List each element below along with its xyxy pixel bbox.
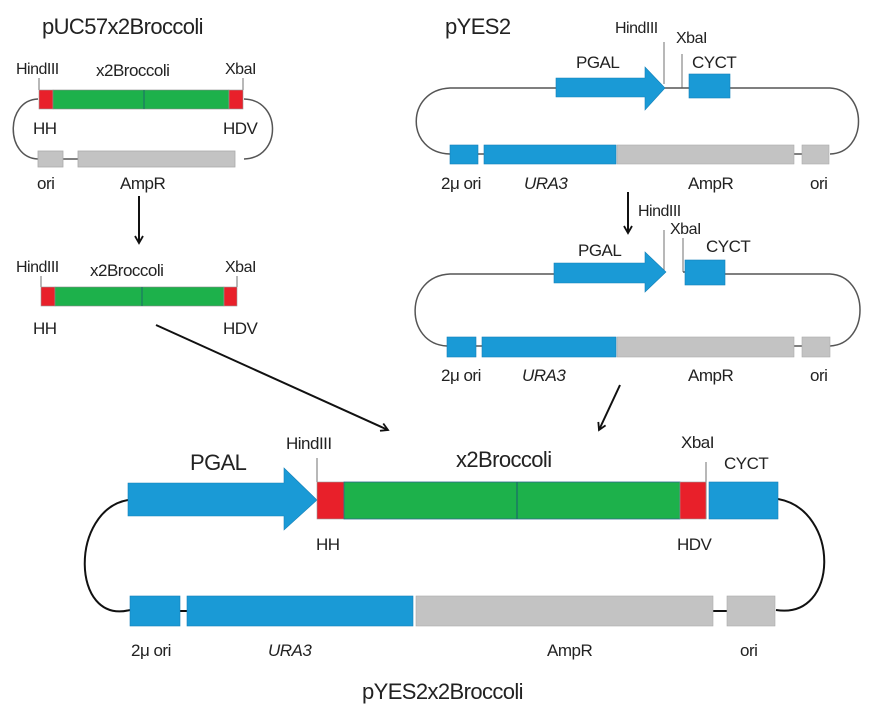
final-ampr	[415, 595, 714, 627]
pyes2-ori-label: ori	[810, 174, 827, 193]
final-title: pYES2x2Broccoli	[362, 679, 523, 704]
fragment-hindiii-label: HindIII	[16, 259, 59, 276]
fragment-hdv-label: HDV	[223, 319, 259, 338]
fragment-hh	[40, 286, 56, 307]
final-hh-ribozyme	[316, 481, 345, 520]
pyes2-ampr-label: AmpR	[688, 174, 733, 193]
cut-ori	[801, 336, 831, 358]
final-hdv-ribozyme	[679, 481, 707, 520]
cut-hindiii-label: HindIII	[638, 203, 681, 220]
ampr-feature	[77, 150, 236, 168]
pyes2-cyct-label: CYCT	[692, 53, 736, 72]
pyes2-cyct-block	[688, 73, 731, 99]
final-backbone-left	[83, 499, 131, 613]
cut-ura3	[481, 336, 617, 358]
ori-feature	[37, 150, 64, 168]
final-plasmid: PGAL HindIII x2Broccoli XbaI CYCT HH HDV…	[83, 433, 826, 704]
hdv-label: HDV	[223, 119, 259, 138]
cut-cyct-label: CYCT	[706, 237, 750, 256]
pyes2-2mu-ori	[449, 144, 479, 165]
ampr-label: AmpR	[120, 174, 165, 193]
fragment-xbai-label: XbaI	[225, 259, 256, 276]
x2broccoli-label: x2Broccoli	[96, 61, 169, 80]
cut-cyct-block	[684, 259, 726, 286]
pyes2-plasmid: pYES2 HindIII XbaI PGAL CYCT 2μ ori URA3…	[415, 14, 860, 193]
pyes2-ampr	[616, 144, 795, 165]
final-hindiii-label: HindIII	[286, 434, 332, 453]
ligation-arrow-insert	[155, 324, 390, 432]
ligation-arrow-vector	[597, 384, 621, 432]
final-cyct-label: CYCT	[724, 454, 768, 473]
pyes2-xbai-label: XbaI	[676, 30, 707, 47]
final-2mu-ori-label: 2μ ori	[131, 641, 171, 660]
final-ura3	[186, 595, 414, 627]
puc57-plasmid: pUC57x2Broccoli HindIII x2Broccoli XbaI …	[12, 14, 274, 193]
cut-xbai-label: XbaI	[670, 221, 701, 238]
cut-2mu-ori	[446, 336, 477, 358]
pyes2-title: pYES2	[445, 14, 511, 39]
backbone-right-arc	[243, 98, 274, 160]
fragment-insert	[54, 286, 225, 307]
final-x2broccoli-insert	[343, 481, 681, 520]
final-hdv-label: HDV	[677, 535, 713, 554]
final-pgal-label: PGAL	[190, 450, 247, 475]
final-cyct-block	[708, 481, 779, 520]
pyes2-pgal-arrow	[555, 66, 666, 111]
cut-pgal-arrow	[553, 251, 667, 293]
final-ori	[726, 595, 776, 627]
cut-backbone-left	[414, 273, 554, 347]
cut-pgal-label: PGAL	[578, 241, 621, 260]
final-pgal-arrow	[127, 467, 318, 531]
fragment-hh-label: HH	[33, 319, 57, 338]
hh-label: HH	[33, 119, 57, 138]
cut-backbone-right	[725, 273, 861, 347]
final-ampr-label: AmpR	[547, 641, 592, 660]
xbai-site-label: XbaI	[225, 61, 256, 78]
pyes2-pgal-label: PGAL	[576, 53, 619, 72]
x2broccoli-insert	[52, 89, 230, 110]
final-ura3-label: URA3	[268, 641, 312, 660]
hh-ribozyme	[38, 89, 54, 110]
cut-ura3-label: URA3	[522, 366, 566, 385]
pyes2-hindiii-label: HindIII	[615, 20, 658, 37]
final-xbai-label: XbaI	[681, 433, 714, 452]
fragment-x2broccoli-label: x2Broccoli	[90, 261, 163, 280]
pyes2-ura3	[483, 144, 617, 165]
cut-ampr-label: AmpR	[688, 366, 733, 385]
pyes2-ori	[801, 144, 830, 165]
backbone-left-arc	[12, 98, 39, 160]
ori-label: ori	[37, 174, 54, 193]
pyes2-ura3-label: URA3	[524, 174, 568, 193]
pyes2-2mu-ori-label: 2μ ori	[441, 174, 481, 193]
cut-ori-label: ori	[810, 366, 827, 385]
final-backbone-right	[775, 498, 826, 612]
pyes2-digested: HindIII XbaI PGAL CYCT 2μ ori URA3 AmpR …	[414, 203, 861, 385]
hindiii-site-label: HindIII	[16, 61, 59, 78]
hdv-ribozyme	[228, 89, 244, 110]
pyes2-backbone-left	[415, 87, 556, 155]
final-2mu-ori	[129, 595, 181, 627]
final-hh-label: HH	[316, 535, 340, 554]
fragment-hdv	[223, 286, 238, 307]
final-ori-label: ori	[740, 641, 757, 660]
cut-2mu-ori-label: 2μ ori	[441, 366, 481, 385]
puc57-title: pUC57x2Broccoli	[42, 14, 203, 39]
insert-fragment: HindIII x2Broccoli XbaI HH HDV	[16, 259, 259, 338]
final-x2broccoli-label: x2Broccoli	[456, 447, 551, 472]
cut-ampr	[616, 336, 795, 358]
pyes2-backbone-right	[730, 87, 860, 155]
